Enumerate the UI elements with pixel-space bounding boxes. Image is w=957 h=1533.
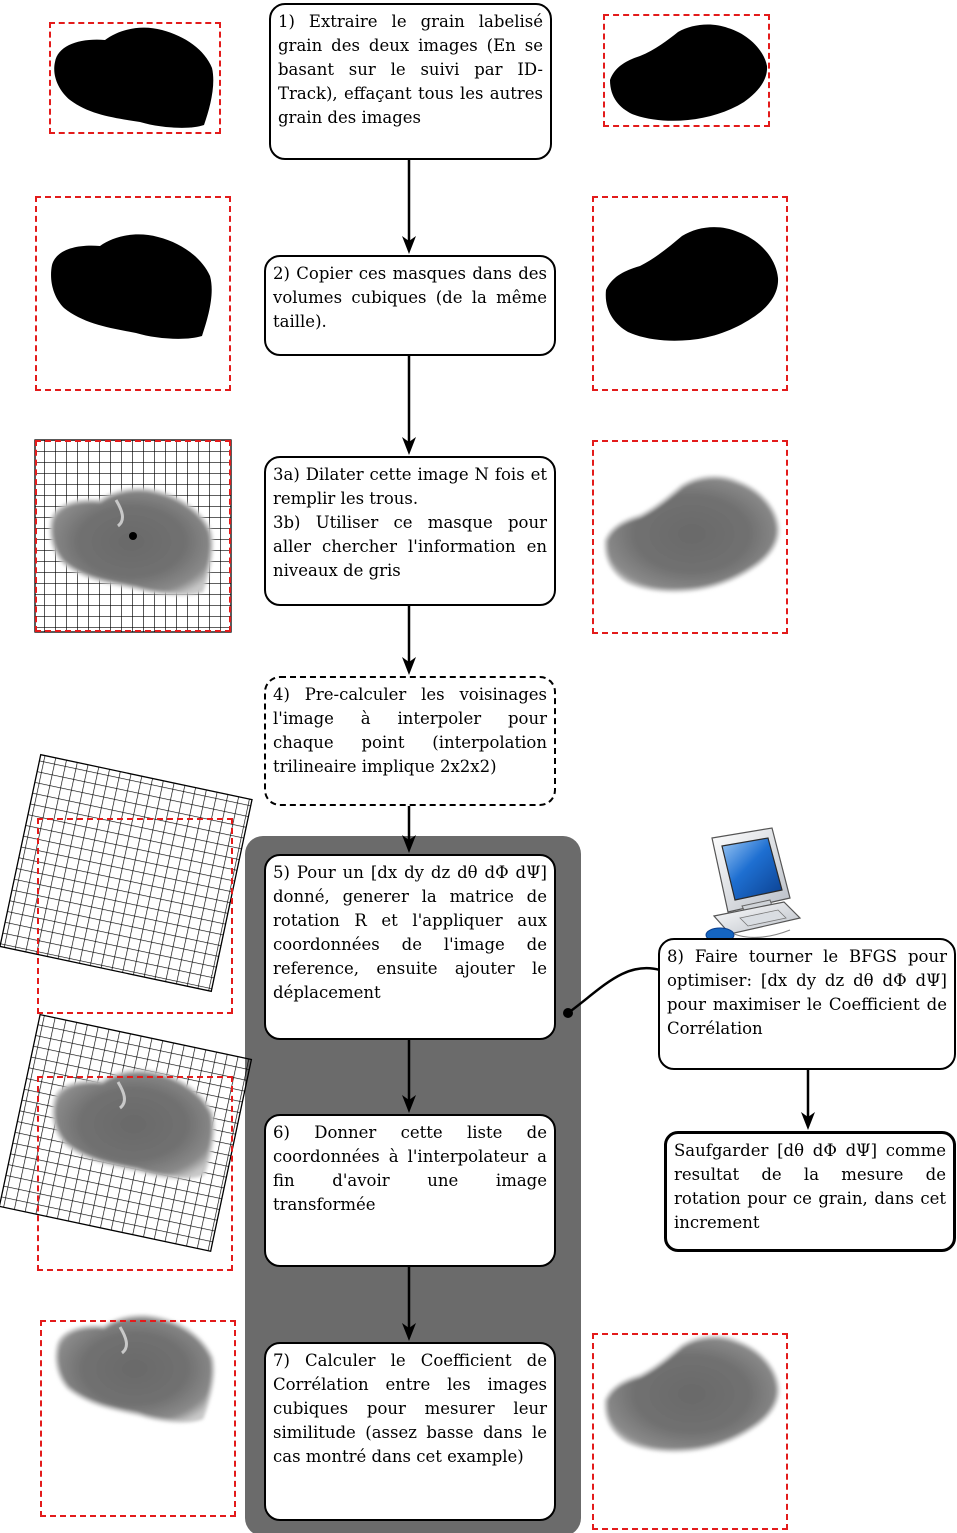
reference-mask-cube [51, 234, 212, 339]
step-save-result: Saufgarder [dθ dΦ dΨ] comme resultat de … [664, 1131, 956, 1252]
step-6-interpolate: 6) Donner cette liste de coordonnées à l… [264, 1114, 556, 1267]
deformed-gray-grain [604, 475, 780, 593]
frame-reference-6 [37, 1076, 233, 1271]
frame-deformed-2 [592, 196, 788, 391]
frame-reference-7 [40, 1320, 236, 1517]
reference-mask-extracted [54, 27, 214, 128]
computer-icon [705, 827, 802, 943]
frame-reference-2 [35, 196, 231, 391]
deformed-mask-cube [605, 227, 779, 341]
frame-deformed-3 [592, 440, 788, 634]
frame-reference-1 [49, 22, 221, 134]
rotated-grid-grain [0, 1013, 253, 1253]
frame-reference-3 [35, 440, 231, 632]
transformed-grain [54, 1314, 215, 1423]
deformed-mask-extracted [610, 24, 768, 121]
frame-reference-5 [37, 818, 233, 1014]
reference-grid-grain [34, 439, 232, 633]
frame-deformed-7 [592, 1333, 788, 1530]
arrow-heads [402, 236, 815, 1341]
step-1-extract-grain: 1) Extraire le grain labelisé grain des … [269, 3, 552, 160]
step-7-correlation: 7) Calculer le Coefficient de Corrélatio… [264, 1342, 556, 1521]
step-5-rotation-matrix: 5) Pour un [dx dy dz dθ dΦ dΨ] donné, ge… [264, 854, 556, 1040]
deformed-gray-grain-final [604, 1335, 780, 1453]
step-4-precompute-neighbours: 4) Pre-calculer les voisinages l'image à… [264, 676, 556, 806]
step-2-copy-masks: 2) Copier ces masques dans des volumes c… [264, 255, 556, 356]
flow-arrows [407, 160, 810, 1333]
step-8-bfgs: 8) Faire tourner le BFGS pour optimiser:… [658, 938, 956, 1070]
step-3-dilate-mask: 3a) Dilater cette image N fois et rempli… [264, 456, 556, 606]
frame-deformed-1 [603, 14, 770, 127]
